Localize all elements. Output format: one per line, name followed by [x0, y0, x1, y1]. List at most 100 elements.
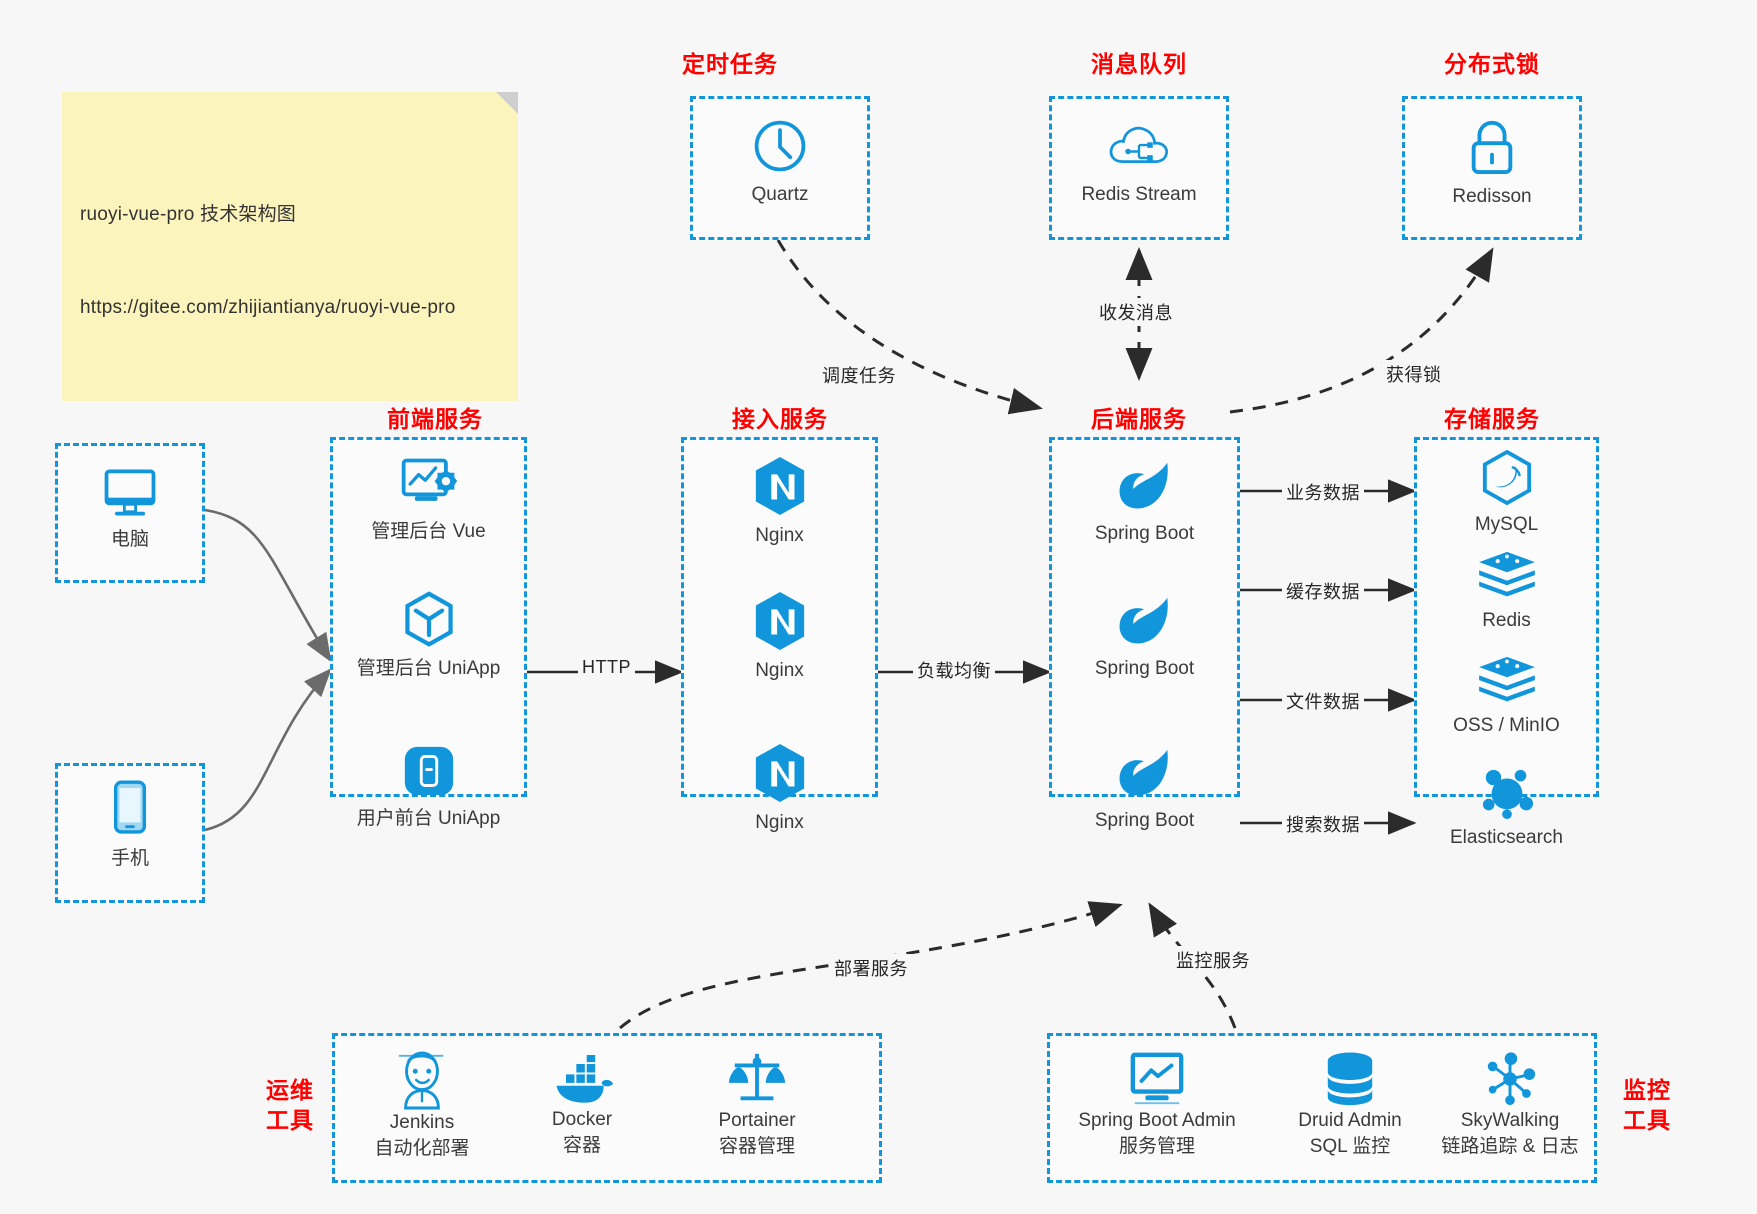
node-label: Druid Admin — [1298, 1110, 1402, 1131]
node-label: Nginx — [755, 812, 804, 833]
node-label: 管理后台 Vue — [371, 521, 486, 542]
node-portainer[interactable]: Portainer 容器管理 — [672, 1050, 842, 1160]
clock-icon — [754, 120, 806, 172]
network-hub-icon — [1487, 1052, 1536, 1106]
node-admin-uniapp[interactable]: 管理后台 UniApp — [330, 590, 527, 681]
database-icon — [1327, 1052, 1373, 1106]
node-user-uniapp[interactable]: 用户前台 UniApp — [330, 742, 527, 831]
group-title-mq: 消息队列 — [1091, 51, 1187, 77]
sticky-note: ruoyi-vue-pro 技术架构图 https://gitee.com/zh… — [62, 92, 518, 401]
node-label: MySQL — [1474, 514, 1539, 535]
edge-label-http: HTTP — [578, 656, 635, 679]
node-sublabel: 自动化部署 — [374, 1138, 470, 1159]
group-title-monitor: 监控 工具 — [1612, 1075, 1682, 1135]
node-label: Jenkins — [389, 1112, 455, 1133]
edge-label-deploy-service: 部署服务 — [830, 954, 912, 982]
node-redisson[interactable]: Redisson — [1402, 116, 1582, 209]
group-title-scheduler: 定时任务 — [682, 51, 778, 77]
node-label: 手机 — [110, 848, 149, 869]
node-druid-admin[interactable]: Druid Admin SQL 监控 — [1270, 1050, 1430, 1160]
edge-label-search-data: 搜索数据 — [1282, 810, 1364, 838]
node-sublabel: 容器 — [562, 1135, 601, 1156]
edge-label-monitor-service: 监控服务 — [1172, 946, 1254, 974]
box-storage[interactable] — [1414, 437, 1599, 797]
node-label: 管理后台 UniApp — [356, 658, 501, 679]
monitor-chart-icon — [1130, 1052, 1184, 1105]
node-admin-vue[interactable]: 管理后台 Vue — [330, 455, 527, 544]
box-devops-tools[interactable] — [332, 1033, 882, 1183]
node-nginx-3[interactable]: Nginx — [681, 742, 878, 835]
node-jenkins[interactable]: Jenkins 自动化部署 — [342, 1048, 502, 1162]
edge-label-schedule-task: 调度任务 — [818, 361, 900, 389]
node-pc[interactable]: 电脑 — [55, 465, 205, 552]
node-docker[interactable]: Docker 容器 — [502, 1055, 662, 1159]
node-label: Docker — [551, 1109, 613, 1130]
node-redis-stream[interactable]: Redis Stream — [1049, 116, 1229, 207]
elasticsearch-icon — [1482, 769, 1533, 819]
mysql-dolphin-icon — [1482, 450, 1531, 506]
devops-title-line2: 工具 — [266, 1107, 314, 1133]
node-springboot-3[interactable]: Spring Boot — [1049, 742, 1240, 833]
edge-label-acquire-lock: 获得锁 — [1382, 360, 1446, 388]
node-nginx-1[interactable]: Nginx — [681, 455, 878, 548]
spring-leaf-icon — [1119, 462, 1168, 509]
nginx-icon — [755, 457, 804, 515]
node-label: Elasticsearch — [1450, 827, 1563, 848]
node-elasticsearch[interactable]: Elasticsearch — [1414, 765, 1599, 850]
node-phone[interactable]: 手机 — [55, 778, 205, 871]
edge-label-cache-data: 缓存数据 — [1282, 577, 1364, 605]
group-title-lock: 分布式锁 — [1444, 51, 1540, 77]
redis-stack-icon — [1478, 551, 1535, 597]
note-line-2: https://gitee.com/zhijiantianya/ruoyi-vu… — [80, 297, 456, 318]
node-label: Spring Boot — [1094, 658, 1195, 679]
box-lock[interactable] — [1402, 96, 1582, 240]
node-skywalking[interactable]: SkyWalking 链路追踪 & 日志 — [1420, 1050, 1600, 1160]
group-title-backend: 后端服务 — [1091, 406, 1187, 432]
edge-label-business-data: 业务数据 — [1282, 478, 1364, 506]
monitor-title-line1: 监控 — [1623, 1077, 1671, 1103]
folded-corner-icon — [496, 92, 518, 114]
group-title-devops: 运维 工具 — [255, 1075, 325, 1135]
edge-label-loadbalance: 负载均衡 — [913, 656, 995, 684]
node-oss-minio[interactable]: OSS / MinIO — [1414, 655, 1599, 738]
jenkins-butler-icon — [398, 1051, 444, 1110]
node-label: Redisson — [1452, 186, 1532, 207]
edge-label-send-receive-msg: 收发消息 — [1095, 298, 1177, 326]
group-title-frontend: 前端服务 — [387, 406, 483, 432]
node-label: Nginx — [755, 660, 804, 681]
scales-icon — [728, 1053, 786, 1101]
node-springboot-2[interactable]: Spring Boot — [1049, 590, 1240, 681]
cloud-network-icon — [1109, 126, 1168, 163]
node-quartz[interactable]: Quartz — [690, 116, 870, 207]
dashboard-screen-icon — [401, 458, 457, 501]
devops-title-line1: 运维 — [266, 1077, 314, 1103]
node-label: SkyWalking — [1460, 1110, 1560, 1131]
node-label: Portainer — [718, 1110, 796, 1131]
node-label: 用户前台 UniApp — [356, 808, 501, 829]
docker-whale-icon — [556, 1055, 614, 1103]
mobile-phone-icon — [113, 780, 147, 834]
desktop-monitor-icon — [104, 469, 156, 516]
group-title-gateway: 接入服务 — [732, 406, 828, 432]
node-spring-boot-admin[interactable]: Spring Boot Admin 服务管理 — [1057, 1050, 1257, 1160]
node-redis[interactable]: Redis — [1414, 550, 1599, 633]
nginx-icon — [755, 744, 804, 802]
spring-leaf-icon — [1119, 749, 1168, 796]
node-label: Nginx — [755, 525, 804, 546]
node-mysql[interactable]: MySQL — [1414, 450, 1599, 537]
lock-icon — [1471, 120, 1513, 175]
box-scheduler[interactable] — [690, 96, 870, 240]
spring-leaf-icon — [1119, 597, 1168, 644]
node-label: OSS / MinIO — [1453, 715, 1560, 736]
node-label: 电脑 — [110, 529, 149, 550]
node-sublabel: SQL 监控 — [1309, 1136, 1391, 1157]
node-label: Quartz — [751, 184, 809, 205]
node-label: Spring Boot Admin — [1078, 1110, 1236, 1131]
nginx-icon — [755, 592, 804, 650]
node-label: Redis — [1482, 610, 1531, 631]
node-nginx-2[interactable]: Nginx — [681, 590, 878, 683]
cube-icon — [404, 591, 453, 647]
node-springboot-1[interactable]: Spring Boot — [1049, 455, 1240, 546]
box-mq[interactable] — [1049, 96, 1229, 240]
